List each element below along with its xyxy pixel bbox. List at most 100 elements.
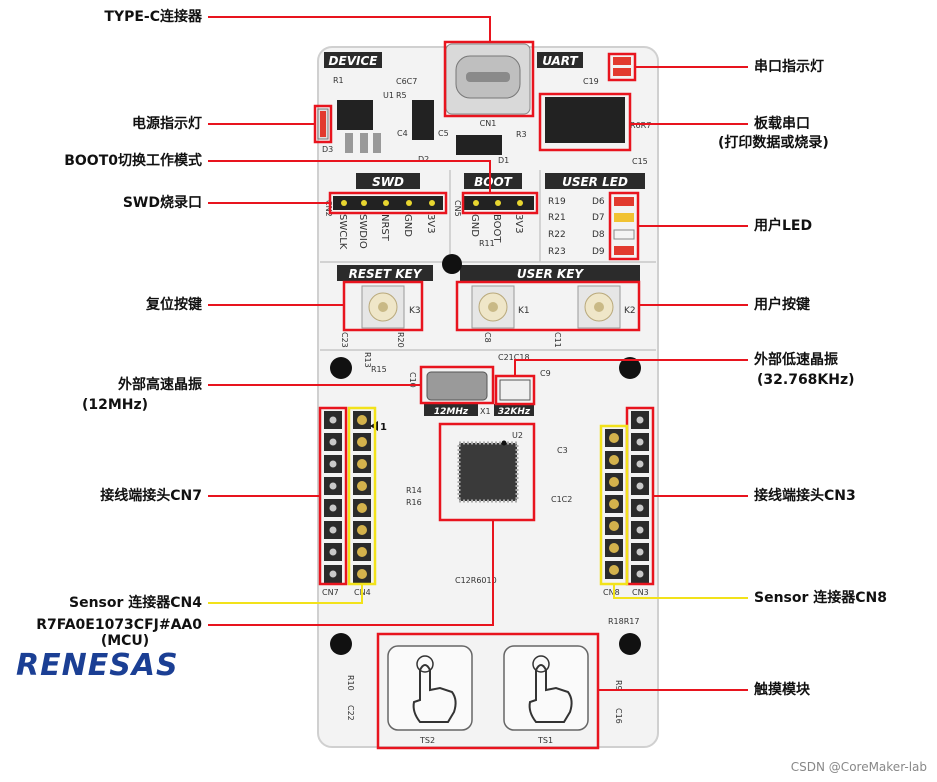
r14-label: R14: [406, 486, 422, 495]
regulator-pin: [345, 133, 353, 153]
d1-label: D1: [498, 156, 509, 165]
mcu-pin1-mark: [501, 440, 507, 446]
r15-label: R15: [371, 365, 387, 374]
c10-label: C10: [408, 372, 417, 388]
ts1-label: TS1: [537, 736, 553, 745]
header-pin-hole: [609, 477, 619, 487]
r10-label: R10: [346, 675, 355, 691]
reset-key-label: RESET KEY: [349, 267, 423, 281]
uart-led-1: [613, 57, 631, 65]
header-pin-hole: [636, 438, 644, 446]
callout-swd: SWD烧录口: [122, 195, 202, 211]
header-pin-hole: [636, 460, 644, 468]
cn3-header: [631, 411, 649, 583]
k3-label: K3: [409, 306, 421, 316]
pin1-label: 1: [380, 422, 387, 433]
header-pin-hole: [329, 438, 337, 446]
r18r17-label: R18R17: [608, 617, 639, 626]
header-pin-hole: [609, 499, 619, 509]
r16-label: R16: [406, 498, 422, 507]
callout-lse: 外部低速晶振: [754, 352, 838, 368]
header-pin-hole: [636, 548, 644, 556]
callout-reset: 复位按键: [146, 297, 202, 313]
header-pin-hole: [636, 526, 644, 534]
user-button-2: [577, 285, 621, 329]
header-pin-hole: [357, 481, 367, 491]
diode-chip: [412, 100, 434, 140]
r11-label: R11: [479, 239, 495, 248]
regulator-pin: [373, 133, 381, 153]
k2-label: K2: [624, 306, 636, 316]
r9-label: R9: [614, 680, 623, 691]
r6r7-label: R6R7: [630, 121, 651, 130]
d2-label: D2: [418, 155, 429, 164]
device-header: [324, 52, 382, 68]
r13-label: R13: [363, 352, 372, 368]
callout-user-led: 用户LED: [754, 218, 813, 234]
regulator-chip: [337, 100, 373, 130]
header-pin-hole: [609, 433, 619, 443]
c16-label: C16: [614, 708, 623, 724]
mounting-hole: [330, 633, 352, 655]
swd-pin-dots: [341, 200, 435, 206]
crystal-12mhz: [426, 371, 488, 401]
reset-button: [361, 285, 405, 329]
callout-user-key: 用户按键: [754, 297, 810, 313]
uart-label: UART: [542, 54, 578, 68]
watermark: CSDN @CoreMaker-lab: [790, 760, 927, 774]
callout-cn4: Sensor 连接器CN4: [68, 595, 202, 611]
user-button-1: [471, 285, 515, 329]
boot-header: [464, 173, 522, 189]
user-key-header: [460, 265, 640, 281]
touch-pad-ts2: [387, 645, 473, 731]
boot-pin-label: BOOT: [491, 214, 502, 243]
cn3-label: CN3: [632, 588, 649, 597]
cn5-label: CN5: [453, 200, 462, 217]
mounting-hole: [619, 357, 641, 379]
header-pin-hole: [357, 437, 367, 447]
u2-label: U2: [512, 431, 523, 440]
cn7-header: [324, 411, 342, 583]
mounting-hole: [330, 357, 352, 379]
callout-cn8: Sensor 连接器CN8: [754, 590, 888, 606]
cn7-label: CN7: [322, 588, 339, 597]
header-pin-hole: [636, 482, 644, 490]
c9-label: C9: [540, 369, 551, 378]
xtal-lo-label: 32KHz: [498, 407, 531, 417]
cn1-label: CN1: [480, 119, 497, 128]
header-pin-hole: [329, 504, 337, 512]
swd-label: SWD: [372, 175, 404, 189]
r3-label: R3: [516, 130, 527, 139]
header-pin-hole: [329, 548, 337, 556]
boot-pin-dots: [473, 200, 523, 206]
header-pin-hole: [609, 455, 619, 465]
header-pin-hole: [357, 525, 367, 535]
header-pin-hole: [329, 482, 337, 490]
header-pin-hole: [636, 504, 644, 512]
header-pin-hole: [329, 526, 337, 534]
xtal-hi-label: 12MHz: [434, 407, 469, 417]
header-pin-hole: [636, 570, 644, 578]
svg-text:R22: R22: [548, 230, 566, 240]
crystal-12mhz-tag: [424, 404, 478, 416]
callout-power-led: 电源指示灯: [132, 116, 202, 132]
callout-mcu-sub: (MCU): [100, 633, 150, 649]
callout-uart-led: 串口指示灯: [754, 59, 824, 75]
cn2-label: CN2: [324, 200, 333, 217]
swd-pin-label: SWCLK: [337, 214, 348, 250]
typec-tongue: [466, 72, 510, 82]
touch-pad-ts1: [503, 645, 589, 731]
svg-text:R21: R21: [548, 213, 566, 223]
swd-header: [356, 173, 420, 189]
user-key-label: USER KEY: [517, 267, 584, 281]
reset-key-header: [337, 265, 433, 281]
boot-pin-label: 3V3: [513, 214, 524, 234]
c1c2-label: C1C2: [551, 495, 572, 504]
mounting-hole: [619, 633, 641, 655]
callout-hse: 外部高速晶振: [118, 377, 202, 393]
k1-label: K1: [518, 306, 530, 316]
boot-label: BOOT: [474, 175, 513, 189]
callout-cn7: 接线端接头CN7: [100, 488, 202, 504]
x1-label: X1: [480, 407, 491, 416]
header-pin-hole: [329, 460, 337, 468]
